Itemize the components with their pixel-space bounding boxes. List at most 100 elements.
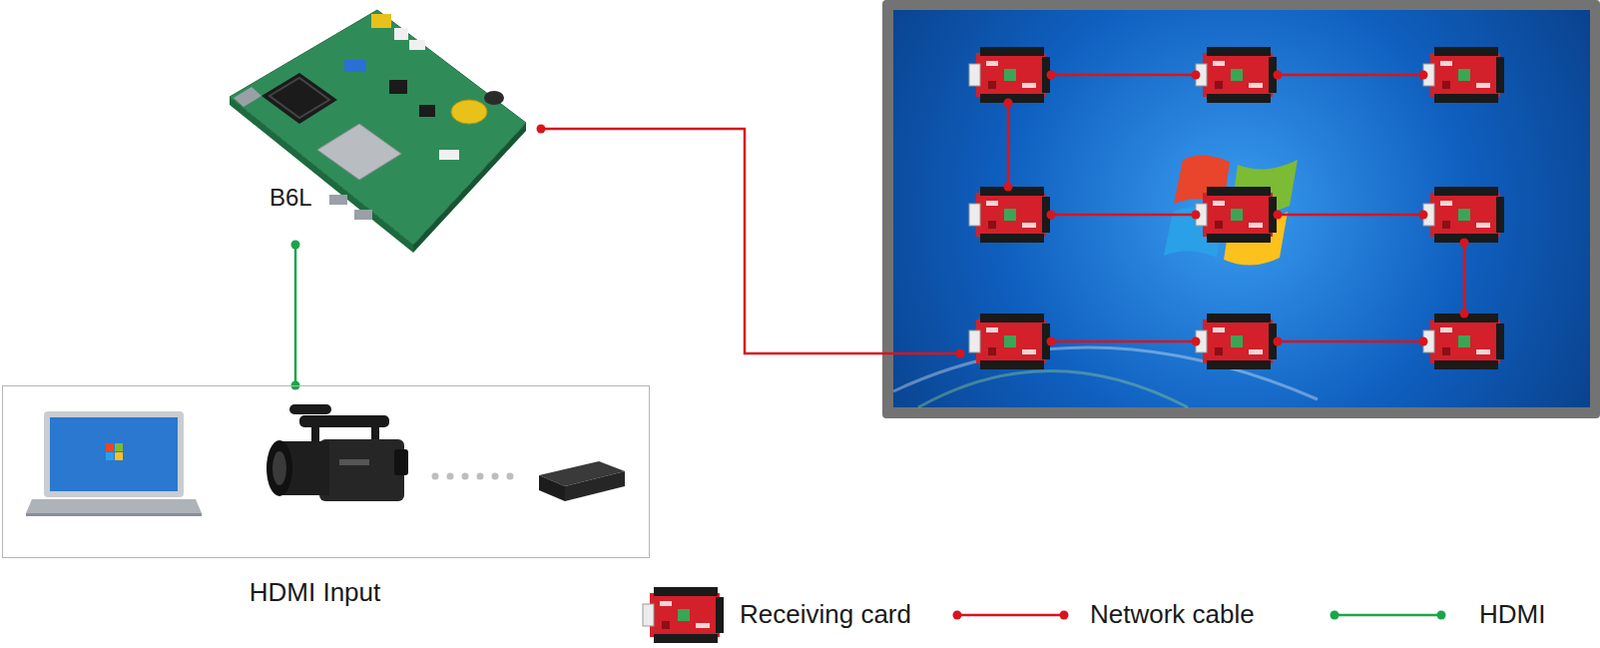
cable-dot	[1004, 182, 1014, 192]
set-top-box	[538, 461, 625, 502]
receiving-card	[1195, 313, 1277, 370]
screen-wallpaper	[893, 9, 1591, 408]
cable-dot	[1191, 210, 1201, 220]
legend-dot	[1060, 610, 1069, 620]
heatsink-fins	[269, 77, 330, 118]
controller-label-box: B6L	[229, 4, 527, 245]
laptop-base	[25, 499, 202, 514]
connector	[394, 27, 409, 40]
receiving-card	[969, 313, 1051, 370]
source-group-box: HDMI Input	[1, 385, 650, 558]
network-cable	[1277, 340, 1424, 344]
legend-card-sample	[642, 586, 724, 643]
camera-handle	[311, 425, 320, 442]
light-streak	[918, 371, 1188, 409]
laptop-base-edge	[25, 513, 202, 517]
legend-entry: HDMI	[1479, 599, 1546, 630]
network-cable	[1051, 213, 1196, 217]
network-cable	[1007, 102, 1011, 187]
box-front	[538, 475, 565, 502]
receiving-card	[1423, 46, 1505, 103]
cable-dot	[1004, 98, 1014, 108]
camera-icon	[266, 404, 409, 502]
logo-part	[114, 452, 123, 461]
network-cable	[1277, 73, 1424, 77]
board-pcb	[229, 9, 527, 245]
battery	[451, 99, 488, 124]
chip	[389, 79, 408, 94]
receiving-card	[1423, 186, 1505, 243]
network-cable	[540, 128, 961, 354]
module-shield	[317, 123, 402, 180]
ellipsis-dots	[432, 473, 515, 481]
screen-frame	[882, 0, 1600, 419]
cable-dot	[536, 124, 546, 134]
dot	[477, 473, 485, 481]
usb-port	[354, 209, 373, 220]
legend-text: Receiving card	[739, 598, 912, 629]
legend-entry: Network cable	[1089, 599, 1255, 630]
dot	[462, 473, 470, 481]
controller-board	[229, 9, 527, 253]
laptop-screen	[49, 417, 178, 492]
capacitor	[484, 90, 505, 105]
label-sticker	[439, 149, 460, 160]
receiving-card	[969, 46, 1051, 103]
legend-dot	[953, 610, 963, 620]
cable-dot	[1460, 238, 1470, 248]
cable-dots	[536, 70, 1470, 359]
dot	[432, 473, 440, 481]
box-side	[564, 471, 625, 502]
ethernet-port	[233, 86, 262, 107]
network-cable	[1277, 213, 1424, 217]
camera-mic	[289, 404, 332, 415]
legend-samples	[642, 586, 1447, 643]
legend-hdmi-line	[1334, 613, 1442, 617]
laptop-icon	[25, 411, 202, 517]
power-connector	[371, 13, 392, 28]
legend-entry: Receiving card	[739, 599, 912, 630]
network-cable	[1051, 73, 1196, 77]
receiving-card	[1195, 46, 1277, 103]
logo-part	[114, 443, 123, 452]
device-name: B6L	[269, 183, 313, 212]
dot	[447, 473, 455, 481]
dot	[507, 473, 515, 481]
network-cables	[540, 74, 1465, 354]
cable-dot	[1191, 70, 1201, 80]
connector	[409, 39, 426, 50]
cable-dot	[1047, 337, 1057, 347]
hdmi-cable	[294, 244, 298, 386]
laptop-lid	[43, 411, 184, 498]
cable-dot	[1419, 337, 1429, 347]
cable-end-dot	[291, 240, 301, 250]
dot	[492, 473, 500, 481]
receiving-cards	[969, 46, 1505, 370]
receiving-card	[1423, 313, 1505, 370]
legend-dot	[1437, 610, 1447, 620]
receiving-card	[1195, 186, 1277, 243]
camera-detail	[339, 459, 370, 466]
network-cable	[1463, 242, 1467, 314]
cable-dot	[1047, 70, 1057, 80]
cable-dot	[1273, 70, 1283, 80]
viewfinder	[394, 449, 409, 476]
network-cable	[1051, 340, 1196, 344]
camera-handle	[371, 425, 380, 442]
legend-dot	[1330, 610, 1340, 620]
logo-part	[105, 452, 114, 461]
cable-dot	[1047, 210, 1057, 220]
cable-dot	[1273, 210, 1283, 220]
chip	[419, 104, 436, 117]
cable-dot	[1460, 309, 1470, 319]
legend-text: HDMI	[1479, 598, 1546, 629]
cable-dot	[1191, 337, 1201, 347]
legend-network-line	[957, 613, 1065, 617]
logo-part	[105, 443, 114, 452]
chip	[344, 59, 367, 72]
cable-dot	[1419, 210, 1429, 220]
